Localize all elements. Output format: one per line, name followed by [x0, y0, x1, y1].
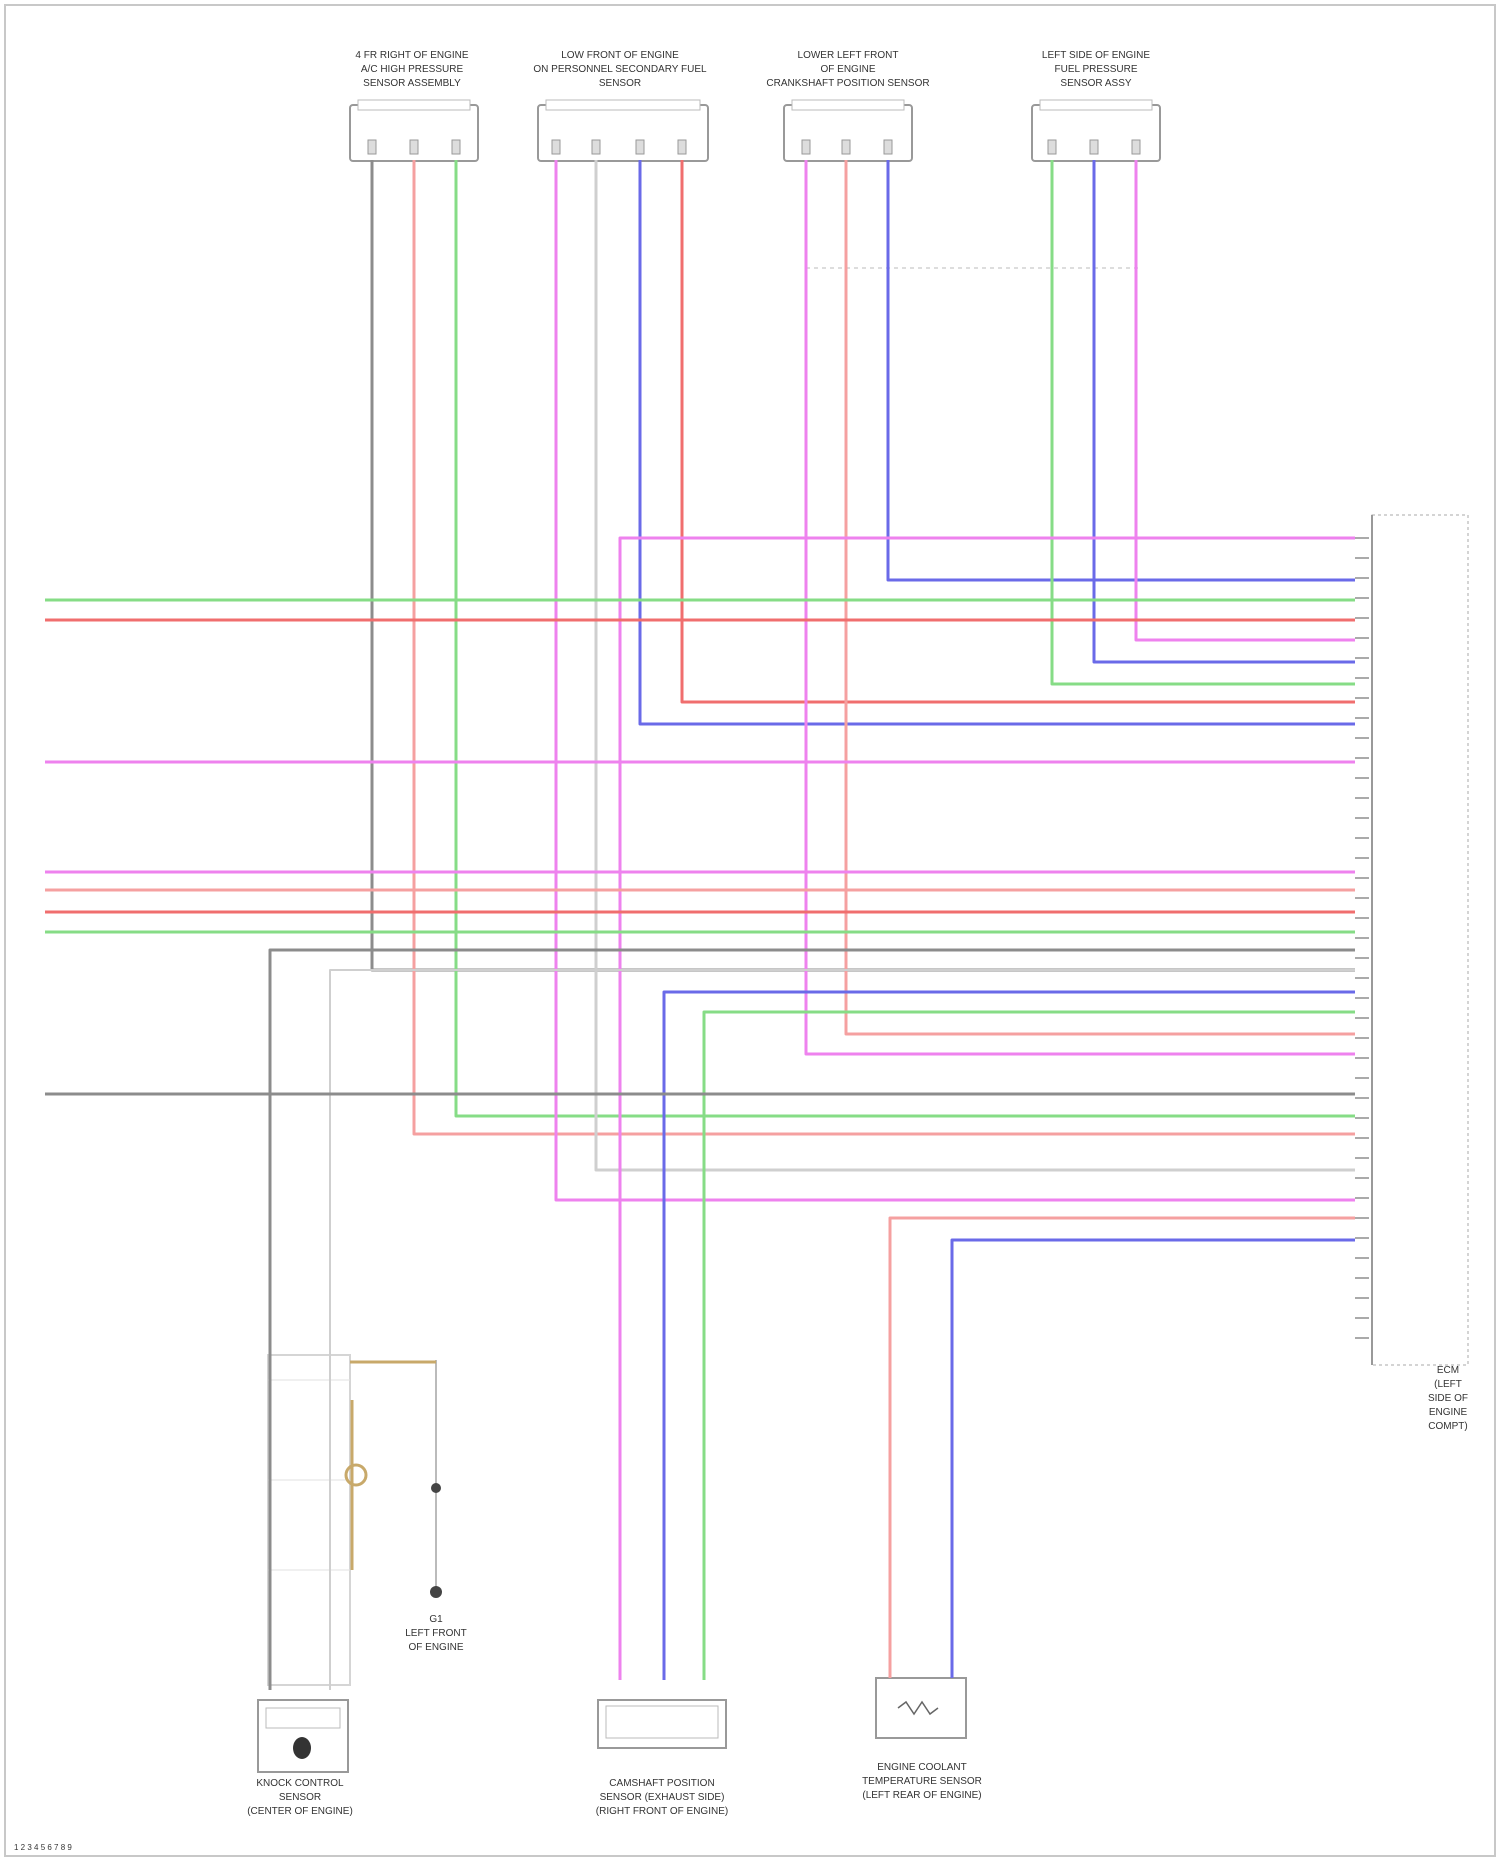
connector-pin	[1090, 140, 1098, 154]
ground-label-c: OF ENGINE	[408, 1642, 463, 1653]
coolant-sensor-label-c: (LEFT REAR OF ENGINE)	[862, 1790, 981, 1801]
wire-5	[596, 160, 1355, 1170]
connector-pin	[678, 140, 686, 154]
top-component-2-label-a: LOW FRONT OF ENGINE	[561, 50, 679, 61]
connector-pin	[592, 140, 600, 154]
wire-13	[1136, 160, 1355, 640]
coolant-sensor-label-b: TEMPERATURE SENSOR	[862, 1776, 982, 1787]
wire-4	[556, 160, 1355, 1200]
top-component-3-label-b: OF ENGINE	[820, 64, 875, 75]
ecm-label-a: ECM	[1437, 1365, 1459, 1376]
wire-9	[846, 160, 1355, 1034]
wire-1	[372, 160, 1355, 970]
connector-pin	[1132, 140, 1140, 154]
ground-g1	[430, 1360, 442, 1598]
top-component-2-label-c: SENSOR	[599, 78, 641, 89]
pins-layer	[368, 140, 1369, 1338]
ecm-label-b: (LEFT	[1434, 1379, 1462, 1390]
coolant-sensor-label-a: ENGINE COOLANT	[877, 1762, 966, 1773]
knock-sensor-label-c: (CENTER OF ENGINE)	[247, 1806, 353, 1817]
top-component-3-label-a: LOWER LEFT FRONT	[798, 50, 899, 61]
knock-sensor-element-icon	[293, 1737, 311, 1759]
wire-17	[890, 1218, 1355, 1678]
wire-18	[952, 1240, 1355, 1678]
top-component-3-label-c: CRANKSHAFT POSITION SENSOR	[766, 78, 929, 89]
connector-pin	[842, 140, 850, 154]
top-component-2-label-b: ON PERSONNEL SECONDARY FUEL	[533, 64, 707, 75]
knock-sensor-label-b: SENSOR	[279, 1792, 321, 1803]
ground-icon	[430, 1586, 442, 1598]
wire-10	[888, 160, 1355, 580]
camshaft-sensor-label-b: SENSOR (EXHAUST SIDE)	[600, 1792, 725, 1803]
top-component-4-label-b: FUEL PRESSURE	[1055, 64, 1138, 75]
wire-14	[620, 538, 1355, 1680]
top-component-4-label-a: LEFT SIDE OF ENGINE	[1042, 50, 1150, 61]
knock-sensor-label-a: KNOCK CONTROL	[256, 1778, 344, 1789]
camshaft-sensor	[598, 1700, 726, 1748]
connector-pin	[368, 140, 376, 154]
wire-20	[330, 970, 1355, 1690]
connector-pin	[410, 140, 418, 154]
knock-sensor	[258, 1700, 348, 1772]
connector-pin	[636, 140, 644, 154]
connector-pin	[452, 140, 460, 154]
ecm-label-c: SIDE OF	[1428, 1393, 1468, 1404]
coolant-temp-sensor	[876, 1678, 966, 1738]
connector-pin	[1048, 140, 1056, 154]
ecm-label-d: ENGINE	[1429, 1407, 1468, 1418]
wire-12	[1094, 160, 1355, 662]
top-component-1-label-a: 4 FR RIGHT OF ENGINE	[355, 50, 468, 61]
connector-pin	[802, 140, 810, 154]
top-component-4-label-c: SENSOR ASSY	[1060, 78, 1131, 89]
top-component-1-label-c: SENSOR ASSEMBLY	[363, 78, 461, 89]
wires-layer	[45, 160, 1355, 1690]
top-component-1-label-b: A/C HIGH PRESSURE	[361, 64, 464, 75]
camshaft-sensor-label-a: CAMSHAFT POSITION	[609, 1778, 714, 1789]
ground-label-a: G1	[429, 1614, 443, 1625]
ground-label-b: LEFT FRONT	[405, 1628, 466, 1639]
connector-pin	[884, 140, 892, 154]
connector-pin	[552, 140, 560, 154]
camshaft-sensor-label-c: (RIGHT FRONT OF ENGINE)	[596, 1806, 728, 1817]
ecm-label-e: COMPT)	[1428, 1421, 1467, 1432]
wire-11	[1052, 160, 1355, 684]
watermark: 1 2 3 4 5 6 7 8 9	[14, 1843, 72, 1852]
ecm-connector	[1372, 515, 1468, 1365]
wire-16	[704, 1012, 1355, 1680]
wire-19	[270, 950, 1355, 1690]
wire-3	[456, 160, 1355, 1116]
